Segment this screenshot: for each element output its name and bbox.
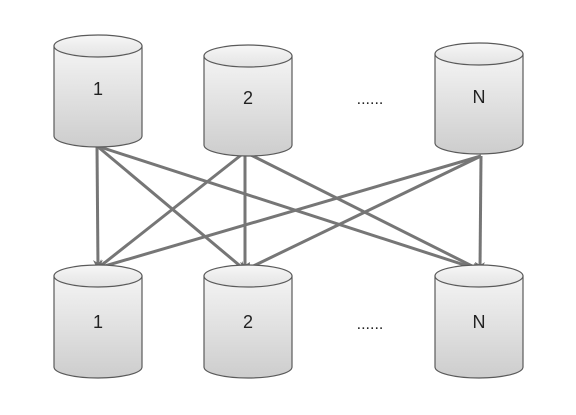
top-node-n-label: N	[473, 87, 486, 107]
edge-top-n-to-bottom-n	[475, 155, 486, 272]
bottom-ellipsis: ......	[357, 316, 384, 333]
top-cylinder-1: 1	[53, 34, 143, 148]
edge-top-n-to-bottom-1	[96, 154, 482, 271]
edge-top-2-to-bottom-n	[244, 150, 482, 272]
top-cylinder-2: 2	[203, 44, 293, 157]
top-node-1-label: 1	[93, 79, 103, 99]
bottom-node-2-label: 2	[243, 312, 253, 332]
top-ellipsis: ......	[357, 91, 384, 108]
edge-top-1-to-bottom-1	[92, 145, 103, 270]
bottom-cylinder-1: 1	[53, 264, 143, 379]
top-node-2-label: 2	[243, 88, 253, 108]
bottom-node-1-label: 1	[93, 312, 103, 332]
edge-top-2-to-bottom-1	[96, 150, 246, 270]
bottom-node-n-label: N	[473, 312, 486, 332]
bottom-cylinder-n: N	[434, 264, 524, 379]
edge-top-n-to-bottom-2	[243, 154, 482, 272]
edge-top-1-to-bottom-n	[96, 144, 482, 273]
bottom-cylinder-2: 2	[203, 264, 293, 379]
top-cylinder-n: N	[434, 42, 524, 155]
edges-group	[92, 144, 486, 273]
edge-top-1-to-bottom-2	[96, 144, 247, 272]
